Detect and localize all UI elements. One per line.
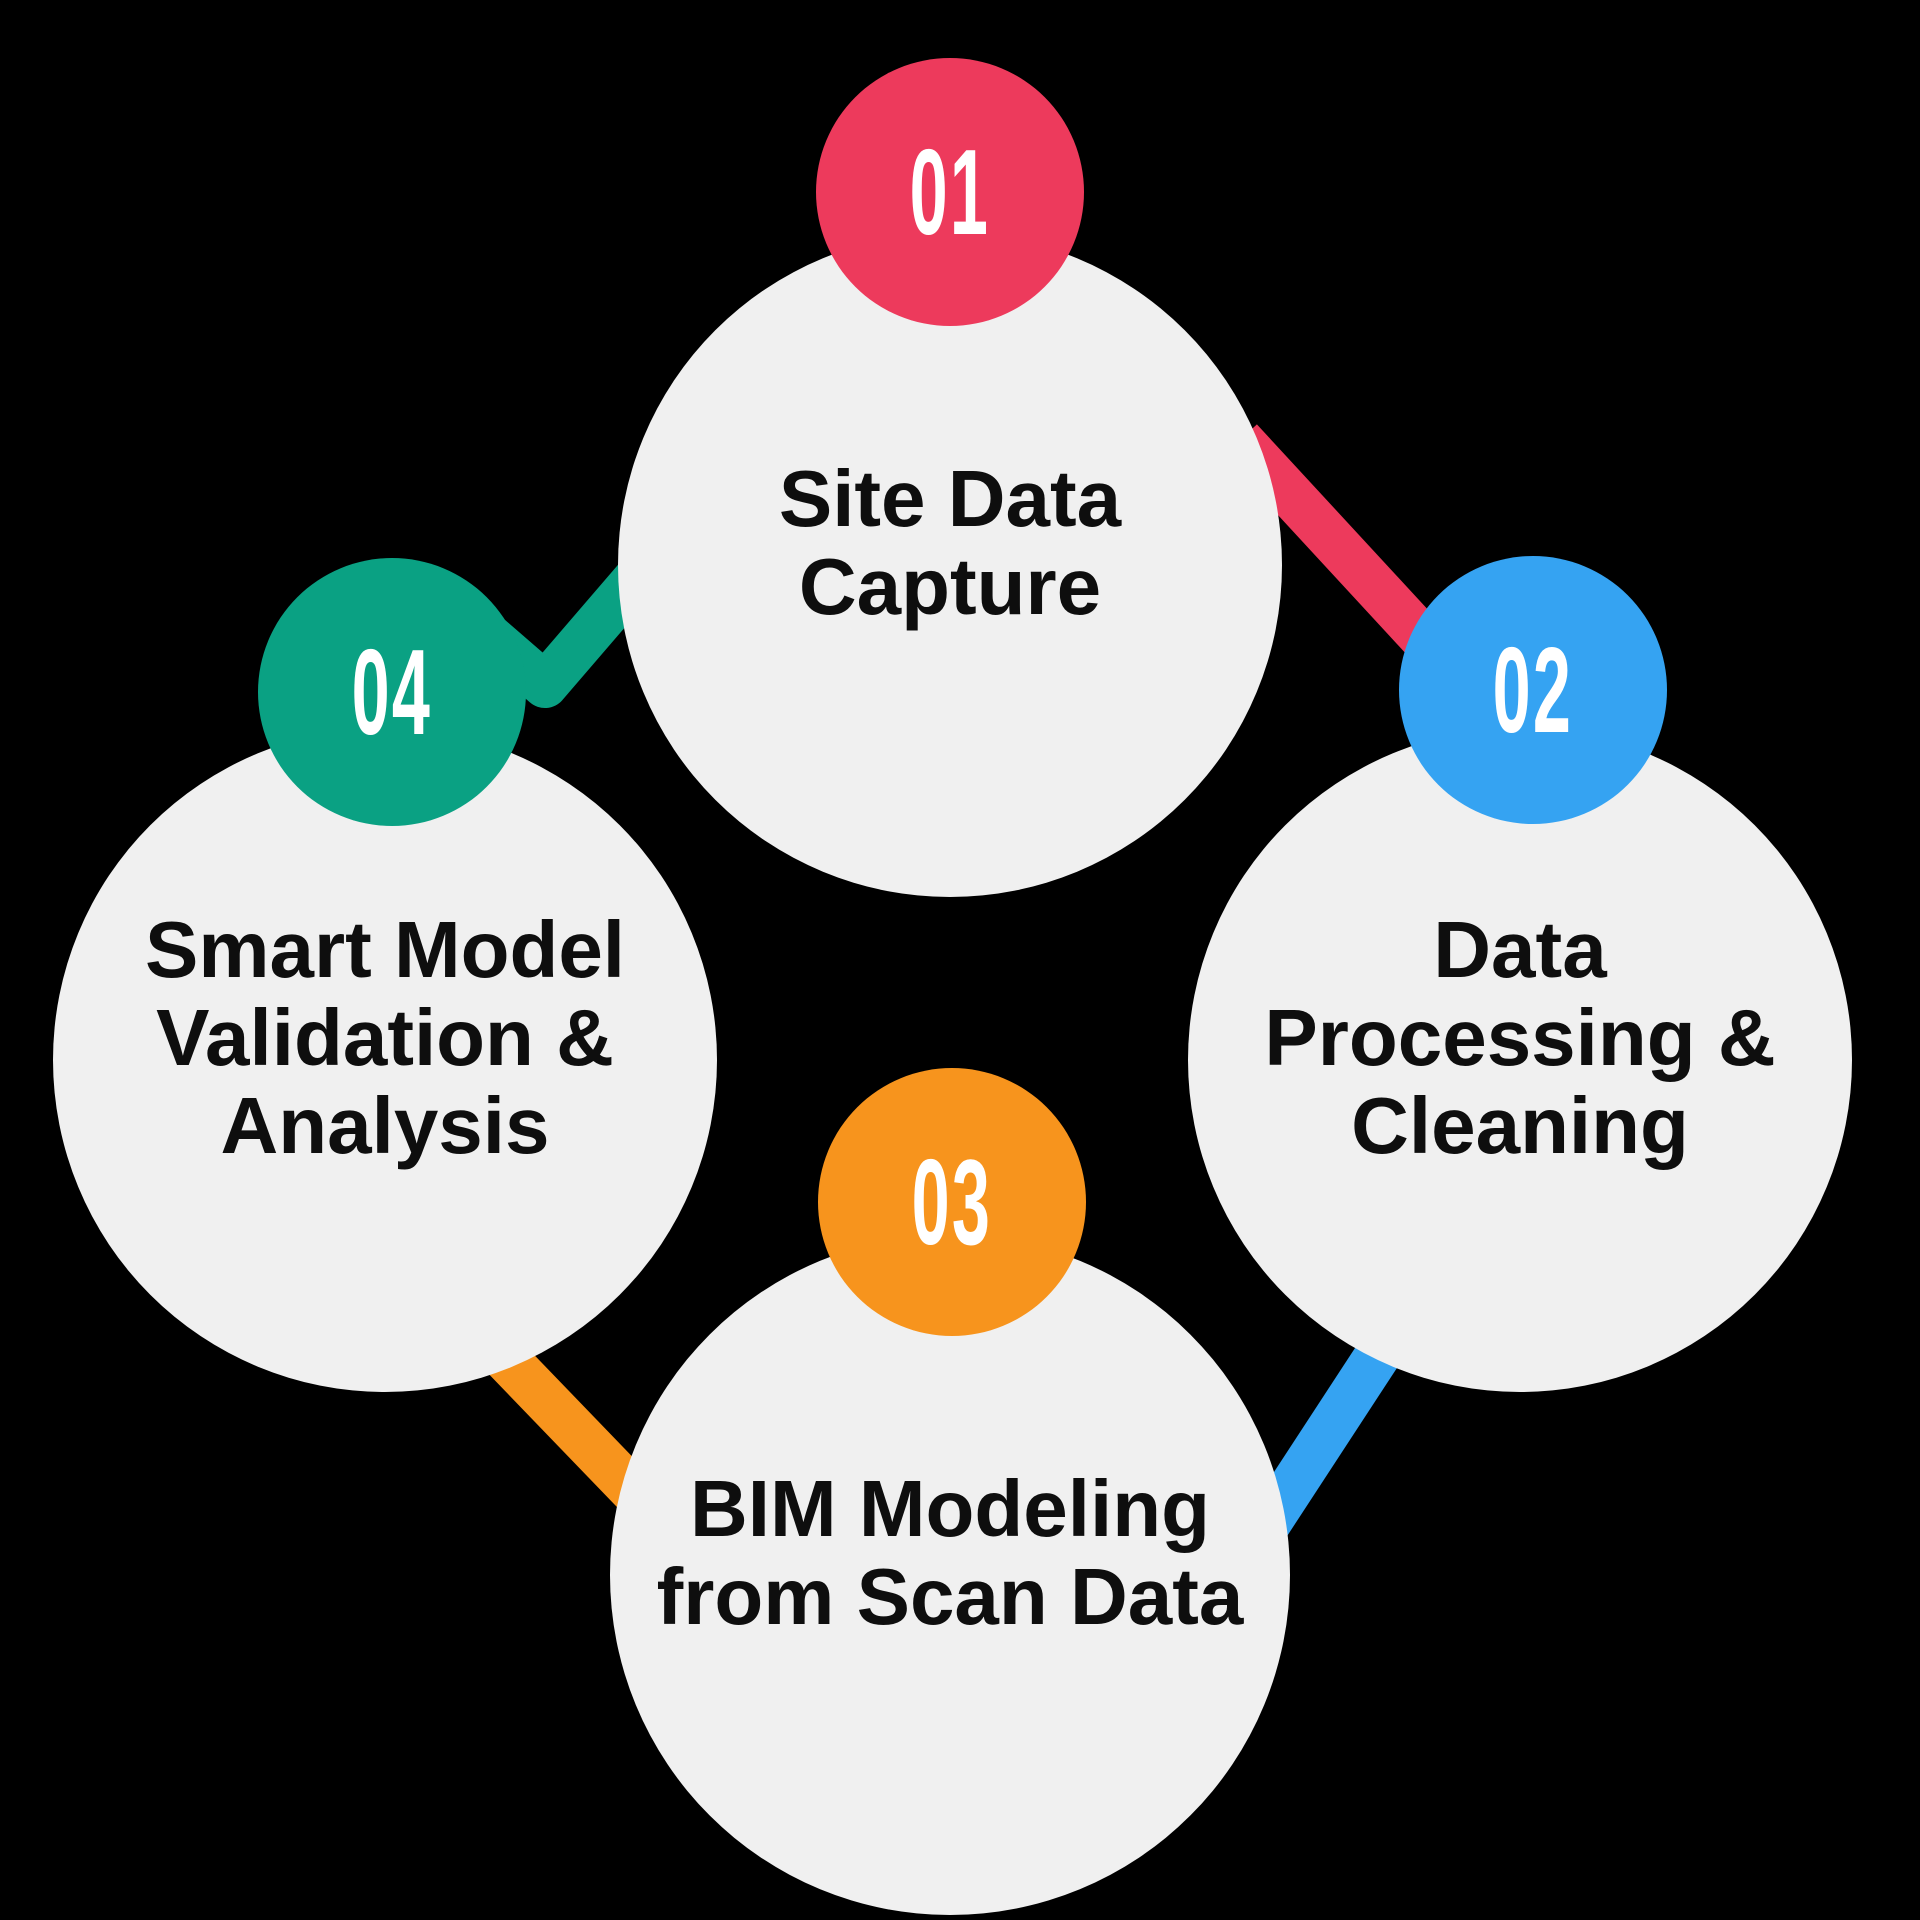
- step-badge-04: [258, 558, 526, 826]
- step-number-03-text: 03: [911, 1134, 993, 1270]
- step-number-04-text: 04: [351, 624, 433, 760]
- step-number-01-text: 01: [909, 124, 991, 260]
- step-circle-04-model-validation: [53, 728, 717, 1392]
- step-circle-01-site-data-capture: [618, 233, 1282, 897]
- step-label-04: Smart Model Validation & Analysis: [144, 905, 626, 1170]
- step-label-02: Data Processing & Cleaning: [1264, 905, 1776, 1170]
- step-circle-03-bim-modeling: [610, 1235, 1290, 1915]
- step-circle-02-data-processing: [1188, 728, 1852, 1392]
- step-badge-01: [816, 58, 1084, 326]
- step-label-03: BIM Modeling from Scan Data: [656, 1464, 1244, 1641]
- step-number-03: 03: [818, 1068, 1086, 1336]
- step-number-01: 01: [816, 58, 1084, 326]
- step-label-01: Site Data Capture: [778, 454, 1122, 631]
- step-badge-03: [818, 1068, 1086, 1336]
- step-number-02: 02: [1399, 556, 1667, 824]
- step-number-02-text: 02: [1492, 622, 1574, 758]
- step-badge-02: [1399, 556, 1667, 824]
- step-number-04: 04: [258, 558, 526, 826]
